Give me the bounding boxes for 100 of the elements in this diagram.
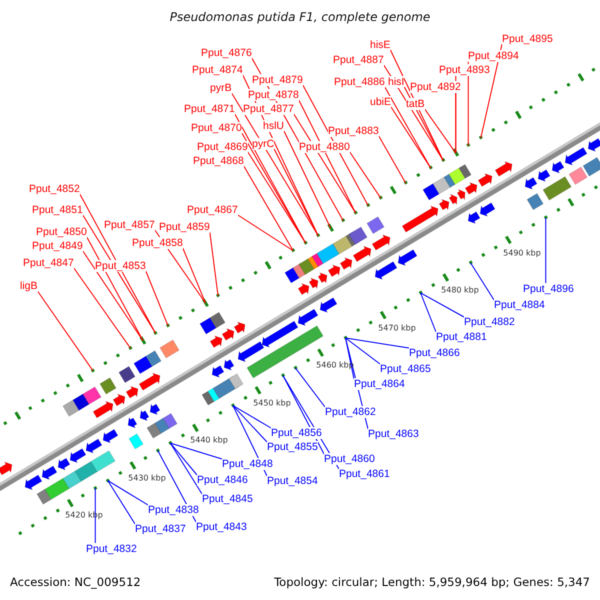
gene-label: Pput_4877	[243, 103, 294, 115]
gene-label: Pput_4880	[299, 141, 350, 153]
leader-line	[79, 194, 156, 334]
gene-label: Pput_4856	[271, 427, 322, 439]
scale-label: 5450 kbp	[253, 398, 291, 408]
scale-label: 5440 kbp	[190, 436, 228, 444]
gene-label: Pput_4843	[196, 521, 247, 533]
gene-label: Pput_4838	[148, 504, 199, 516]
leader-line	[94, 488, 96, 544]
leader-line	[231, 92, 319, 236]
leader-line	[455, 92, 456, 154]
leader-line	[73, 268, 131, 349]
gene-label: Pput_4859	[159, 221, 210, 233]
leader-line	[420, 292, 464, 318]
scale-label: 5480 kbp	[441, 286, 479, 294]
genome-info-text: Topology: circular; Length: 5,959,964 bp; Genes: 5,347	[274, 575, 590, 589]
leader-line	[145, 270, 168, 326]
leader-line	[345, 338, 410, 348]
gene-label: Pput_4867	[187, 204, 238, 216]
leader-line	[82, 250, 144, 342]
gene-label: Pput_4868	[193, 155, 244, 167]
scale-label: 5430 kbp	[128, 474, 166, 482]
leader-line	[383, 64, 444, 162]
gene-label: hisE	[370, 39, 390, 51]
leader-line	[232, 405, 268, 442]
leader-line	[349, 152, 382, 199]
gene-label: Pput_4847	[23, 257, 74, 269]
leader-line	[545, 217, 546, 284]
gene-label: Pput_4858	[132, 237, 183, 249]
gene-label: hisI	[388, 76, 404, 88]
leader-line	[37, 290, 94, 372]
gene-label: Pput_4894	[468, 50, 519, 62]
leader-line	[302, 84, 369, 206]
leader-line	[424, 108, 456, 154]
gene-label: ligB	[20, 280, 38, 292]
gene-label: Pput_4863	[368, 428, 419, 440]
gene-label: Pput_4848	[222, 458, 273, 470]
leader-line	[384, 86, 432, 169]
gene-label: Pput_4849	[32, 240, 83, 252]
gene-label: Pput_4864	[354, 378, 405, 390]
leader-line	[82, 214, 156, 334]
gene-label: Pput_4881	[436, 331, 487, 343]
gene-label: ubiE	[370, 96, 392, 108]
gene-label: Pput_4879	[252, 74, 303, 86]
leader-line	[232, 405, 272, 428]
gene-label: tatB	[406, 98, 425, 110]
leader-line	[274, 148, 319, 236]
accession-text: Accession: NC_009512	[10, 575, 141, 589]
leader-line	[107, 480, 136, 524]
gene-label: Pput_4852	[29, 183, 80, 195]
gene-label: Pput_4857	[104, 219, 155, 231]
leader-line	[209, 232, 219, 296]
leader-line	[170, 442, 222, 460]
leader-line	[345, 338, 380, 364]
leader-line	[293, 114, 356, 214]
title: Pseudomonas putida F1, complete genome	[168, 10, 432, 24]
leader-line	[404, 86, 444, 162]
gene-label: Pput_4832	[86, 543, 137, 555]
gene-label: Pput_4862	[325, 406, 376, 418]
leader-line	[298, 100, 356, 214]
leader-line	[170, 442, 202, 494]
gene-label: Pput_4846	[197, 474, 248, 486]
gene-label: Pput_4882	[464, 316, 515, 328]
gene-label: Pput_4854	[267, 475, 318, 487]
leader-line	[378, 136, 406, 184]
gene-label: Pput_4837	[135, 523, 186, 535]
gene-label: pyrB	[210, 82, 232, 94]
gene-label: Pput_4876	[201, 47, 252, 59]
gene-label: Pput_4878	[248, 89, 299, 101]
gene-label: pyrC	[252, 138, 274, 150]
leader-line	[241, 132, 306, 244]
leader-line	[470, 262, 494, 300]
gene-label: Pput_4860	[324, 453, 375, 465]
gene-label: Pput_4861	[339, 468, 390, 480]
gene-label: Pput_4892	[410, 81, 461, 93]
gene-label: Pput_4883	[328, 125, 379, 137]
leader-line	[243, 166, 294, 252]
leader-line	[237, 214, 294, 252]
gene-label: Pput_4893	[439, 64, 490, 76]
gene-label: Pput_4896	[523, 283, 574, 295]
leader-line	[284, 130, 332, 229]
leader-line	[182, 248, 206, 304]
leader-line	[294, 368, 326, 408]
gene-label: Pput_4874	[192, 64, 243, 76]
gene-label: Pput_4895	[502, 33, 553, 45]
leader-line	[170, 442, 198, 476]
gene-label: Pput_4870	[191, 122, 242, 134]
gene-label: Pput_4869	[197, 141, 248, 153]
leader-line	[107, 480, 148, 506]
leader-line	[390, 106, 432, 169]
gene-label: hslU	[263, 120, 284, 132]
leader-line	[86, 236, 144, 342]
gene-label: Pput_4865	[380, 363, 431, 375]
gene-label: Pput_4887	[333, 54, 384, 66]
scale-label: 5490 kbp	[503, 248, 541, 258]
gene-label: Pput_4850	[36, 226, 87, 238]
leader-line	[468, 60, 469, 146]
gene-label: Pput_4845	[202, 493, 253, 505]
leader-line	[480, 44, 502, 139]
leader-line	[420, 292, 436, 332]
